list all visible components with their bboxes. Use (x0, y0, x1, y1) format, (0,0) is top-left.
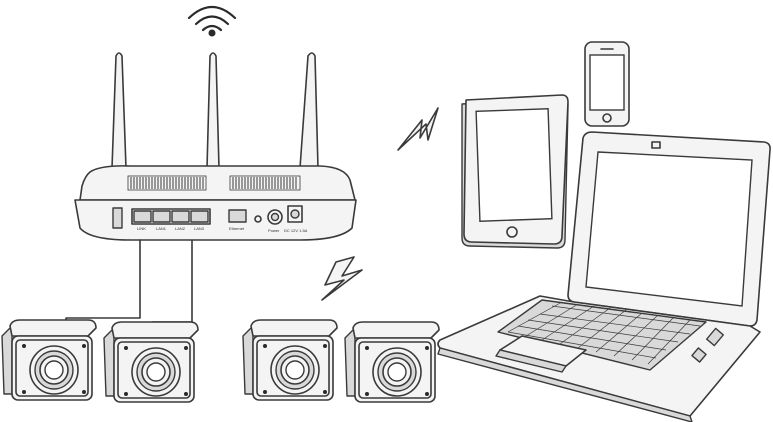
router-antenna-center (206, 52, 220, 169)
router: LINK LAN1 LAN2 LAN3 Ethernet Power DC 12… (74, 52, 357, 241)
router-antenna-left (111, 52, 127, 169)
port-label-lan2: LAN2 (175, 226, 186, 231)
laptop-keyboard (497, 299, 707, 371)
router-usb-port (112, 207, 123, 229)
port-label-link: LINK (137, 226, 146, 231)
router-lan-ports (131, 208, 211, 225)
ethernet-cables (65, 239, 193, 331)
camera-4 (344, 321, 440, 403)
wireless-signal-icon-upper (397, 107, 439, 151)
camera-1 (1, 319, 97, 401)
laptop (437, 131, 771, 422)
router-top (79, 165, 356, 201)
wifi-icon (187, 5, 237, 37)
laptop-screen (585, 151, 753, 307)
smartphone (584, 41, 630, 127)
router-antenna-right (299, 52, 319, 169)
port-label-ethernet: Ethernet (229, 226, 245, 231)
port-label-power: Power (268, 228, 280, 233)
port-label-dc: DC 12V 1.5A (284, 228, 308, 233)
router-vents-right (229, 175, 301, 191)
router-vents-left (127, 175, 207, 191)
router-ethernet-port (228, 209, 247, 223)
port-label-lan3: LAN3 (194, 226, 205, 231)
router-reset-hole (254, 215, 262, 223)
wireless-signal-icon-lower (321, 256, 363, 301)
port-label-lan1: LAN1 (156, 226, 167, 231)
camera-2 (103, 321, 199, 403)
tablet (461, 94, 569, 249)
camera-3 (242, 319, 338, 401)
